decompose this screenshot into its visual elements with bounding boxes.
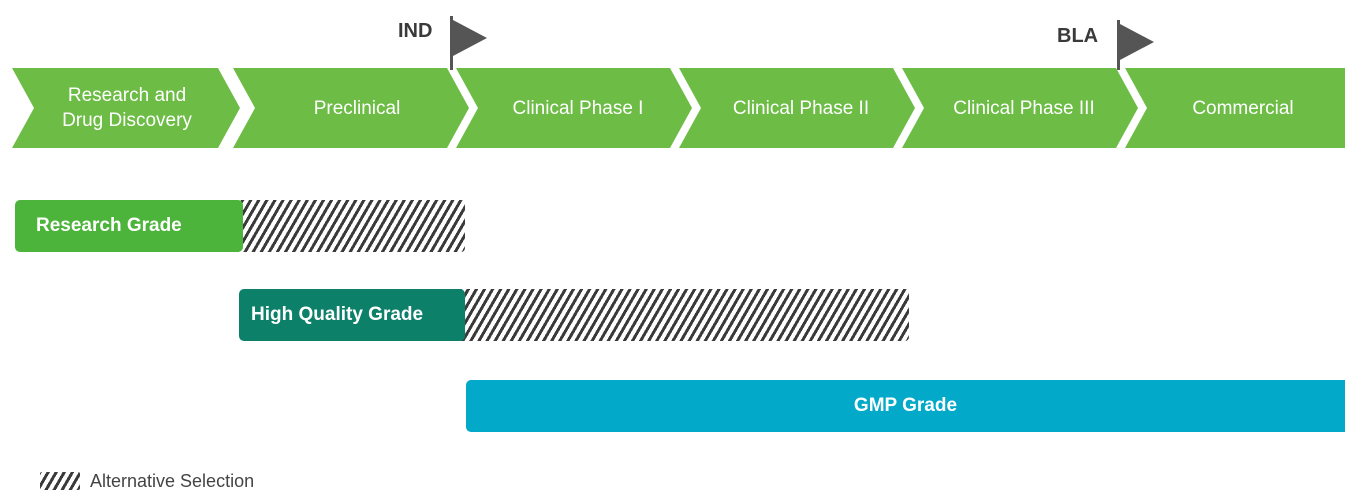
hatch-swatch-icon — [40, 472, 80, 490]
milestone-bla-label: BLA — [1057, 25, 1099, 47]
gmp-grade-bar: GMP Grade — [466, 380, 1345, 432]
chevron-shape — [12, 68, 240, 148]
chevron-shape — [902, 68, 1138, 148]
milestone-ind-pole — [450, 16, 453, 70]
flag-icon — [453, 20, 487, 56]
stage-clinical-phase-2: Clinical Phase II — [679, 68, 915, 148]
chevron-shape — [233, 68, 469, 148]
high-quality-grade-bar: High Quality Grade — [239, 289, 465, 341]
stage-label-line1: Research and — [67, 85, 187, 106]
high-quality-alternative-hatch — [457, 289, 909, 341]
research-grade-bar: Research Grade — [15, 200, 243, 252]
stage-clinical-phase-3: Clinical Phase III — [902, 68, 1138, 148]
stage-label: Clinical Phase II — [732, 97, 870, 119]
stage-preclinical: Preclinical — [233, 68, 469, 148]
legend-label: Alternative Selection — [90, 470, 255, 491]
chevron-shape — [456, 68, 692, 148]
high-quality-grade-label: High Quality Grade — [251, 304, 424, 325]
flag-icon — [1120, 24, 1154, 60]
chevron-shape — [1125, 68, 1345, 148]
stage-label: Commercial — [1192, 97, 1294, 119]
milestone-bla-pole — [1117, 20, 1120, 70]
stage-label: Clinical Phase I — [512, 97, 644, 119]
stage-label: Preclinical — [313, 97, 401, 119]
stage-commercial: Commercial — [1125, 68, 1345, 148]
research-alternative-hatch — [235, 200, 465, 252]
stage-clinical-phase-1: Clinical Phase I — [456, 68, 692, 148]
stage-label: Clinical Phase III — [953, 97, 1095, 119]
stage-label-line2: Drug Discovery — [62, 110, 192, 131]
research-grade-label: Research Grade — [36, 215, 182, 236]
chevron-shape — [679, 68, 915, 148]
milestone-ind-label: IND — [398, 20, 433, 42]
legend: Alternative Selection — [40, 470, 254, 492]
gmp-grade-label: GMP Grade — [853, 395, 958, 416]
